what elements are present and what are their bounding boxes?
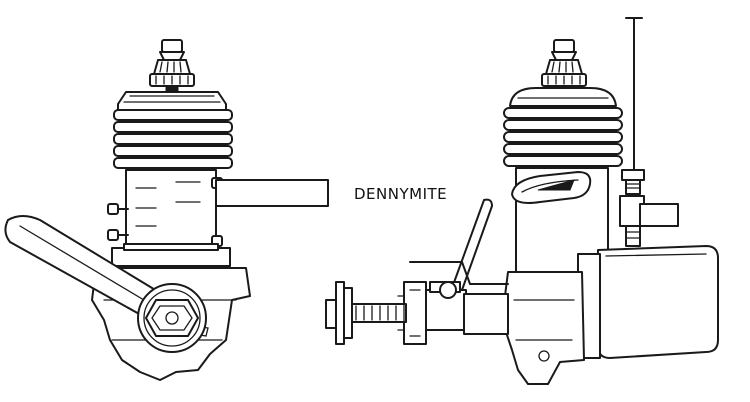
front-cylinder-head <box>113 91 233 169</box>
front-propeller-hub <box>137 283 207 353</box>
front-cylinder-body <box>107 169 223 249</box>
front-exhaust-pipe <box>215 179 329 207</box>
fuel-tank <box>577 245 719 359</box>
engine-name-label: DENNYMITE <box>354 185 447 203</box>
needle-valve <box>619 17 645 247</box>
side-crankcase <box>501 271 585 385</box>
side-spark-plug <box>541 39 587 87</box>
intake-stub <box>639 203 679 227</box>
propeller-shaft <box>325 281 509 345</box>
side-cylinder-head <box>503 87 623 167</box>
timer-lever <box>409 198 509 291</box>
side-view-engine <box>325 17 719 385</box>
front-spark-plug <box>149 39 195 92</box>
front-view-engine <box>4 39 329 381</box>
